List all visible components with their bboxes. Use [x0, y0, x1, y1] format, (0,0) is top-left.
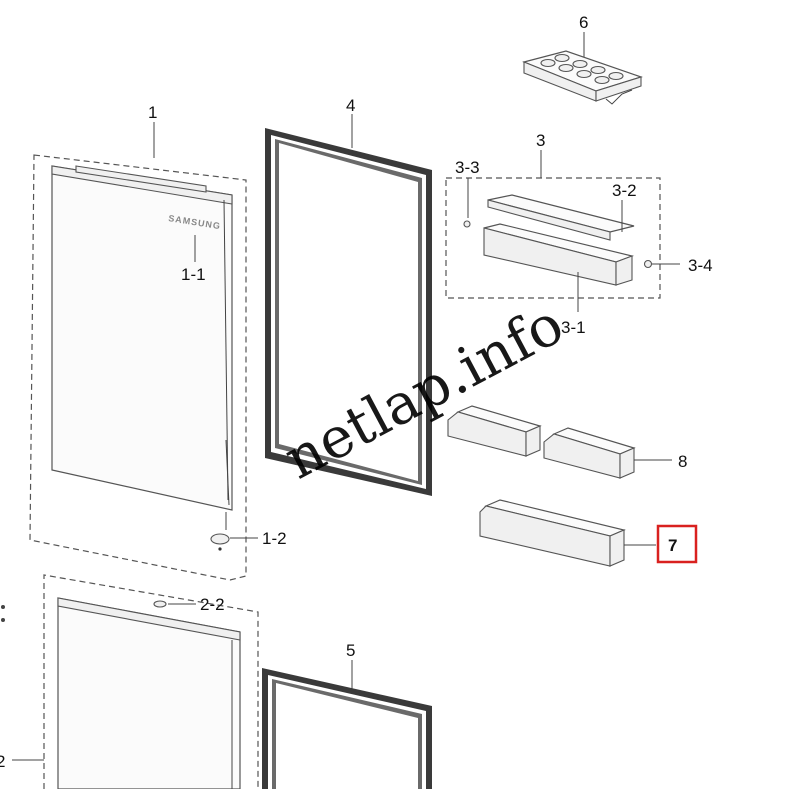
lid-front-edge: [487, 199, 611, 241]
callout-5: 5: [346, 641, 355, 660]
part-3-dashed-outline: [445, 177, 661, 299]
upper-door-panel[interactable]: [51, 165, 233, 511]
callout-3-3: 3-3: [455, 158, 480, 177]
upper-door-edge-line: [225, 439, 230, 506]
part-1-2-hinge-cap[interactable]: [210, 533, 230, 545]
part-3-dairy-case-group[interactable]: [445, 150, 680, 312]
upper-door-edge-hinge: [223, 199, 229, 501]
egg-tray-side: [595, 76, 642, 102]
part-5-lower-gasket[interactable]: [262, 660, 432, 789]
callout-1-2: 1-2: [262, 529, 287, 548]
part-8-door-bins[interactable]: [447, 405, 672, 479]
gasket-5-opening: [276, 683, 418, 789]
edge-screw-2: [1, 618, 5, 622]
gasket-opening: [279, 143, 418, 481]
part-4-upper-gasket[interactable]: [265, 114, 432, 496]
hinge-screw: [218, 547, 222, 551]
callout-2-2: 2-2: [200, 595, 225, 614]
callout-2: 2: [0, 752, 5, 771]
egg-cup-holes: [540, 53, 624, 85]
part-1-upper-door-group[interactable]: SAMSUNG: [29, 122, 258, 581]
bin-right-side: [619, 447, 635, 479]
callout-6: 6: [579, 13, 588, 32]
callout-1-1: 1-1: [181, 265, 206, 284]
callout-4: 4: [346, 96, 355, 115]
edge-screw-1: [1, 605, 5, 609]
part-3-3-pin[interactable]: [463, 220, 471, 228]
selected-part-highlight-box[interactable]: [656, 524, 698, 564]
bin-left-side: [525, 425, 541, 457]
lower-door-top-cap: [57, 597, 241, 641]
case-side: [615, 255, 633, 286]
callout-3: 3: [536, 131, 545, 150]
callout-3-2: 3-2: [612, 181, 637, 200]
part-2-2-hinge-bushing[interactable]: [153, 600, 167, 608]
part-3-4-pin[interactable]: [643, 259, 653, 269]
callout-1: 1: [148, 103, 157, 122]
egg-tray-feet: [605, 89, 633, 105]
callout-8: 8: [678, 452, 687, 471]
part-2-dashed-outline: [43, 574, 259, 789]
bin7-side: [609, 529, 625, 567]
callout-7[interactable]: 7: [668, 536, 677, 555]
callout-3-1: 3-1: [561, 318, 586, 337]
upper-door-top-trim: [75, 165, 207, 193]
callout-3-4: 3-4: [688, 256, 713, 275]
door-bin-left: [447, 405, 542, 457]
part-6-egg-tray[interactable]: [522, 32, 643, 105]
part-7-large-door-bin[interactable]: [479, 499, 698, 567]
part-1-dashed-outline: [29, 154, 247, 581]
door-bin-right: [543, 427, 636, 479]
part-2-lower-door-group[interactable]: [1, 574, 259, 789]
